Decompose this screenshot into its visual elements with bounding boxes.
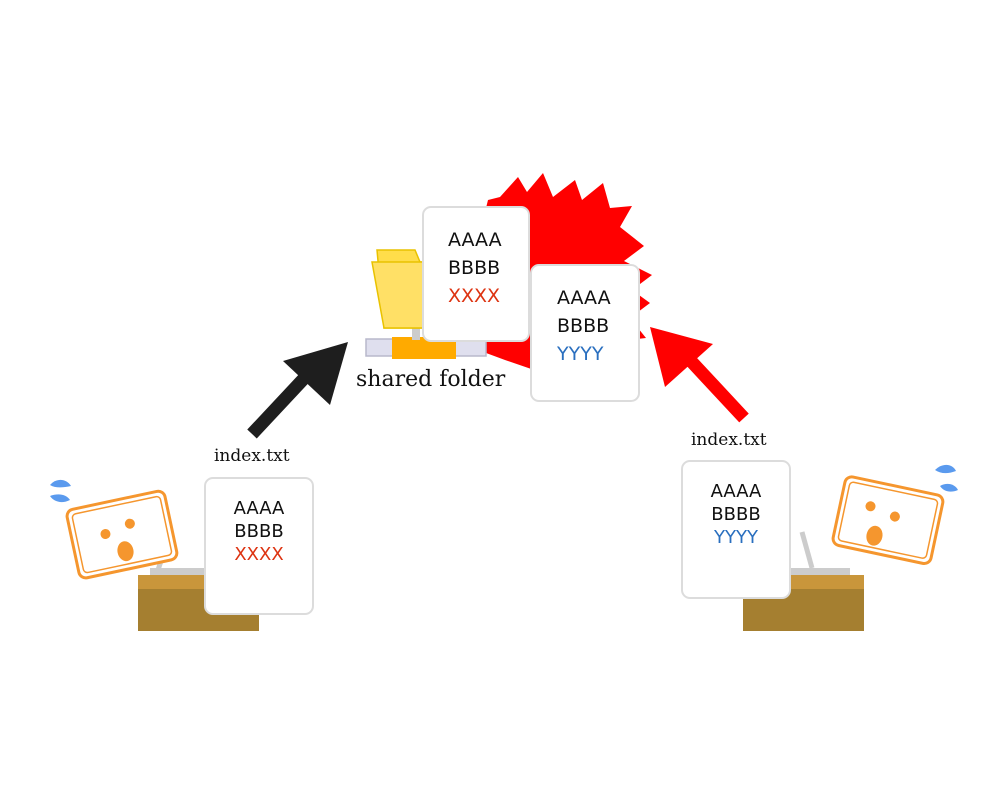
doc-line: BBBB — [557, 315, 610, 337]
doc-line: AAAA — [448, 229, 502, 251]
doc-line-changed: XXXX — [234, 544, 284, 565]
doc-line-changed: XXXX — [448, 285, 501, 307]
left-user-doc: AAAA BBBB XXXX — [204, 477, 314, 615]
shared-folder-icon — [365, 249, 487, 359]
left-file-label: index.txt — [214, 446, 290, 466]
doc-line-changed: YYYY — [714, 527, 758, 548]
shared-doc-conflicting: AAAA BBBB YYYY — [530, 264, 640, 402]
doc-line: BBBB — [711, 504, 761, 525]
shared-folder-caption: shared folder — [356, 367, 506, 392]
shared-doc-saved: AAAA BBBB XXXX — [422, 206, 530, 342]
right-file-label: index.txt — [691, 430, 767, 450]
upload-arrow-icon — [247, 342, 348, 439]
doc-line: AAAA — [557, 287, 611, 309]
doc-line: AAAA — [710, 481, 762, 502]
right-user-doc: AAAA BBBB YYYY — [681, 460, 791, 599]
worried-computer-icon — [50, 479, 259, 631]
doc-line: BBBB — [234, 521, 284, 542]
conflict-arrow-icon — [650, 327, 749, 423]
doc-line: AAAA — [233, 498, 285, 519]
doc-line: BBBB — [448, 257, 501, 279]
doc-line-changed: YYYY — [557, 343, 604, 365]
